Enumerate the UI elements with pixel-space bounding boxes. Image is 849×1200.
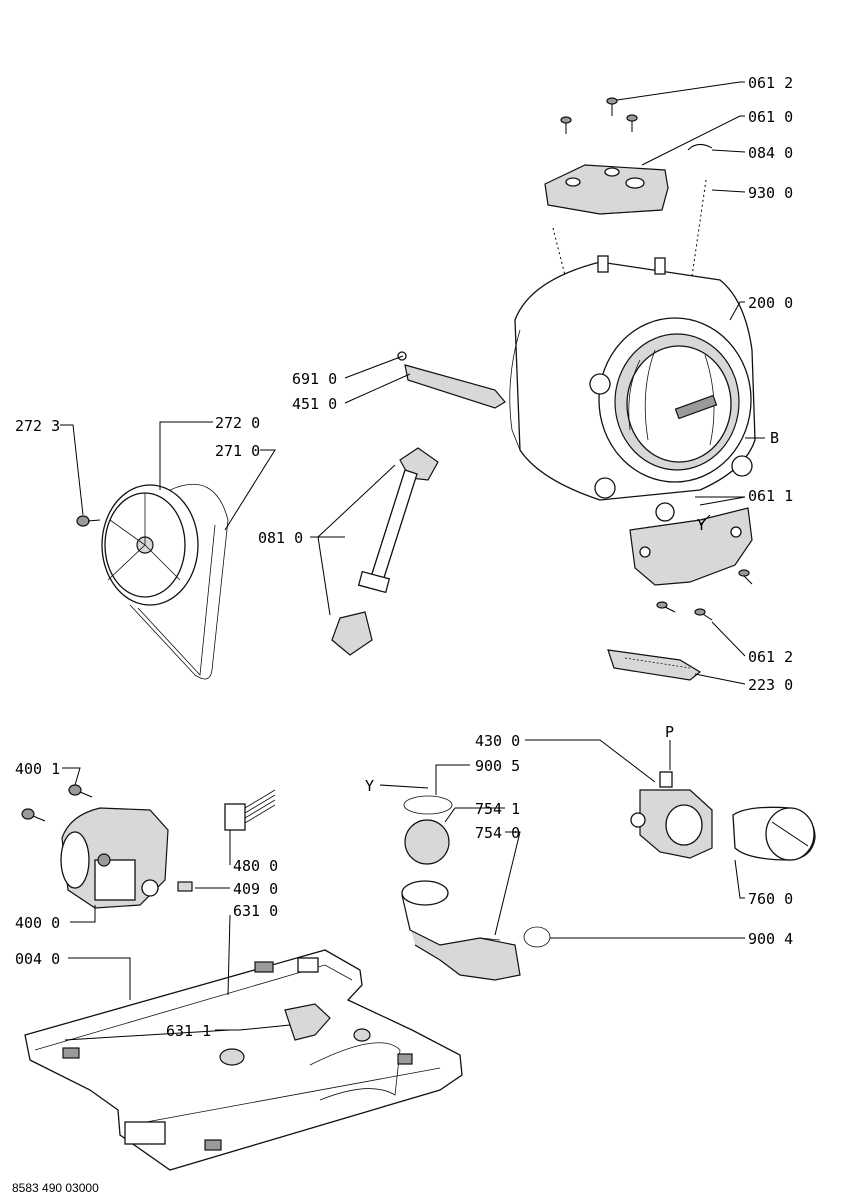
tub-assembly: [509, 255, 756, 522]
label-061-1: 061 1: [748, 487, 793, 505]
label-480-0: 480 0: [233, 857, 278, 875]
label-900-5: 900 5: [475, 757, 520, 775]
small-block-icon: [177, 881, 193, 892]
label-223-0: 223 0: [748, 676, 793, 694]
label-930-0: 930 0: [748, 184, 793, 202]
bolt-icon: [68, 784, 93, 798]
base-plate: [24, 949, 463, 1171]
label-200-0: 200 0: [748, 294, 793, 312]
screw-icon: [694, 608, 713, 621]
pump-icon: [630, 771, 713, 859]
label-754-0: 754 0: [475, 824, 520, 842]
belt-icon: [129, 483, 229, 680]
screw-icon: [606, 97, 618, 116]
hose-icon: [401, 880, 521, 981]
label-061-0: 061 0: [748, 108, 793, 126]
pulley-icon: [101, 484, 199, 606]
label-631-0: 631 0: [233, 902, 278, 920]
counterweight-top: [544, 164, 669, 215]
filter-icon: [732, 806, 816, 861]
screws-top: [560, 97, 638, 134]
heater-icon: [397, 351, 506, 409]
document-code: 8583 490 03000: [12, 1181, 99, 1195]
label-631-1: 631 1: [166, 1022, 211, 1040]
label-Y-tub: Y: [697, 516, 706, 534]
wire-connector-icon: [224, 789, 276, 831]
screws-bottom: [656, 569, 753, 621]
label-900-4: 900 4: [748, 930, 793, 948]
motor-icon: [60, 807, 169, 909]
bolt-icon: [21, 808, 46, 822]
label-272-3: 272 3: [15, 417, 60, 435]
part-labels: 061 2 061 0 084 0 930 0 200 0 691 0 451 …: [15, 74, 793, 1040]
label-409-0: 409 0: [233, 880, 278, 898]
ball-icon: [404, 819, 450, 865]
bolt-icon: [76, 515, 101, 527]
label-061-2-lower: 061 2: [748, 648, 793, 666]
label-691-0: 691 0: [292, 370, 337, 388]
label-P: P: [665, 723, 674, 741]
label-061-2: 061 2: [748, 74, 793, 92]
label-084-0: 084 0: [748, 144, 793, 162]
label-760-0: 760 0: [748, 890, 793, 908]
label-004-0: 004 0: [15, 950, 60, 968]
screw-icon: [738, 569, 753, 585]
shock-absorber-icon: [331, 447, 439, 656]
screw-icon: [560, 116, 572, 134]
label-451-0: 451 0: [292, 395, 337, 413]
label-B: B: [770, 429, 779, 447]
bracket-lower: [629, 507, 753, 586]
leader-lines: [60, 81, 765, 1041]
label-081-0: 081 0: [258, 529, 303, 547]
screw-icon: [626, 114, 638, 132]
ring-icon: [403, 795, 453, 815]
label-400-1: 400 1: [15, 760, 60, 778]
clamp-icon: [523, 926, 551, 948]
label-430-0: 430 0: [475, 732, 520, 750]
label-271-0: 271 0: [215, 442, 260, 460]
clip-icon: [687, 144, 713, 151]
label-Y-ring: Y: [365, 777, 374, 795]
label-272-0: 272 0: [215, 414, 260, 432]
label-754-1: 754 1: [475, 800, 520, 818]
paddle-icon: [607, 649, 702, 681]
label-400-0: 400 0: [15, 914, 60, 932]
screw-icon: [656, 601, 676, 613]
